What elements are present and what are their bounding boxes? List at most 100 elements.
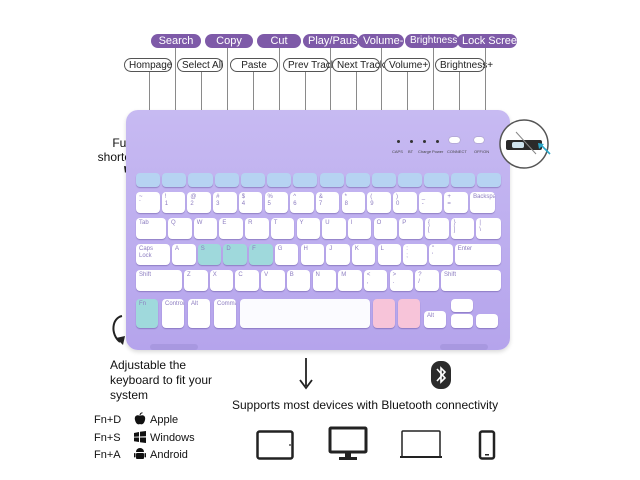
down-arrow-icon	[299, 358, 313, 390]
function-key[interactable]	[267, 173, 292, 187]
key-alt-left[interactable]: Alt	[188, 299, 210, 328]
key-shift-left[interactable]: Shift	[136, 270, 182, 291]
key[interactable]: ~ `	[136, 192, 160, 213]
key[interactable]: R	[245, 218, 269, 239]
os-shortcut-combo: Fn+D	[94, 414, 122, 426]
key[interactable]: O	[373, 218, 398, 239]
key-command[interactable]: Command	[214, 299, 236, 328]
led-label: BT	[408, 149, 414, 154]
key[interactable]: > .	[389, 270, 414, 291]
key-arrow-right[interactable]	[476, 314, 498, 328]
key[interactable]: C	[235, 270, 259, 291]
function-key[interactable]	[319, 173, 344, 187]
key[interactable]: * 8	[341, 192, 366, 213]
os-shortcut-combo: Fn+A	[94, 449, 121, 461]
label-brightness-up: Brightness+	[435, 58, 493, 72]
key-space[interactable]	[240, 299, 370, 328]
key[interactable]: A	[172, 244, 196, 265]
key-control[interactable]: Control	[162, 299, 184, 328]
led-power	[436, 140, 439, 143]
label-volume-down: Volume-	[358, 34, 404, 48]
key[interactable]: W	[193, 218, 218, 239]
key[interactable]: ? /	[415, 270, 439, 291]
key[interactable]: E	[219, 218, 243, 239]
key[interactable]: | \	[476, 218, 502, 239]
key-arrow-left[interactable]	[451, 314, 473, 328]
key[interactable]: ) 0	[393, 192, 417, 213]
key[interactable]: B	[286, 270, 311, 291]
function-key[interactable]	[450, 173, 475, 187]
key-tab[interactable]: Tab	[136, 218, 166, 239]
key-caps-lock[interactable]: Caps Lock	[136, 244, 170, 265]
key-fn[interactable]: Fn	[136, 299, 158, 328]
key[interactable]: L	[377, 244, 402, 265]
power-switch-zoom	[499, 119, 549, 169]
function-key[interactable]	[424, 173, 449, 187]
power-switch-label: OFF/ON	[474, 149, 490, 154]
monitor-icon	[328, 426, 368, 460]
label-brightness-down: Brightness-	[405, 34, 461, 48]
function-key[interactable]	[240, 173, 266, 187]
key-arrow-up[interactable]	[451, 299, 473, 312]
function-key[interactable]	[293, 173, 318, 187]
led-label: CAPS	[392, 149, 403, 154]
key[interactable]: Y	[296, 218, 320, 239]
led-bt	[410, 140, 413, 143]
function-key[interactable]	[345, 173, 370, 187]
key[interactable]: H	[300, 244, 324, 265]
key[interactable]: " '	[429, 244, 453, 265]
function-key[interactable]	[476, 173, 501, 187]
key[interactable]: { [	[425, 218, 449, 239]
key[interactable]: + =	[444, 192, 468, 213]
key[interactable]: < ,	[363, 270, 388, 291]
adjustable-caption: Adjustable the keyboard to fit your syst…	[110, 358, 213, 402]
led-label: Charge	[418, 149, 432, 154]
power-switch[interactable]	[474, 137, 484, 143]
os-shortcut-combo: Fn+S	[94, 432, 121, 444]
function-key[interactable]	[188, 173, 213, 187]
apple-icon	[134, 412, 146, 425]
key[interactable]: $ 4	[238, 192, 263, 213]
key-enter[interactable]: Enter	[454, 244, 501, 265]
key-bulb[interactable]	[373, 299, 395, 328]
function-key[interactable]	[136, 173, 161, 187]
connect-button[interactable]	[449, 137, 460, 143]
key[interactable]: @ 2	[187, 192, 211, 213]
key[interactable]: & 7	[315, 192, 340, 213]
key[interactable]: Backspace	[470, 192, 496, 213]
key[interactable]: ! 1	[161, 192, 186, 213]
label-prev-track: Prev Track	[283, 58, 336, 72]
key[interactable]: Z	[184, 270, 208, 291]
key[interactable]: ^ 6	[290, 192, 314, 213]
key[interactable]: Q	[168, 218, 192, 239]
key-backlight[interactable]	[398, 299, 420, 328]
key[interactable]: % 5	[264, 192, 288, 213]
function-key[interactable]	[398, 173, 423, 187]
key[interactable]: _ -	[418, 192, 443, 213]
key[interactable]: F	[249, 244, 273, 265]
key[interactable]: N	[312, 270, 336, 291]
key[interactable]: G	[274, 244, 299, 265]
function-key[interactable]	[162, 173, 187, 187]
key[interactable]: } ]	[450, 218, 475, 239]
key[interactable]: I	[347, 218, 372, 239]
key[interactable]: K	[351, 244, 376, 265]
key[interactable]: S	[197, 244, 222, 265]
bluetooth-caption: Supports most devices with Bluetooth con…	[232, 398, 499, 412]
function-key[interactable]	[214, 173, 239, 187]
key[interactable]: V	[261, 270, 285, 291]
function-key[interactable]	[371, 173, 397, 187]
key[interactable]: T	[270, 218, 295, 239]
key[interactable]: D	[223, 244, 247, 265]
key[interactable]: U	[322, 218, 346, 239]
key[interactable]: M	[338, 270, 362, 291]
connect-label: CONNECT	[447, 149, 467, 154]
key[interactable]: : ;	[403, 244, 427, 265]
key[interactable]: ( 9	[367, 192, 391, 213]
key-alt-right[interactable]: Alt	[424, 311, 446, 328]
key[interactable]: X	[209, 270, 234, 291]
key[interactable]: # 3	[213, 192, 237, 213]
key-shift-right[interactable]: Shift	[441, 270, 501, 291]
key[interactable]: P	[399, 218, 423, 239]
key[interactable]: J	[326, 244, 350, 265]
